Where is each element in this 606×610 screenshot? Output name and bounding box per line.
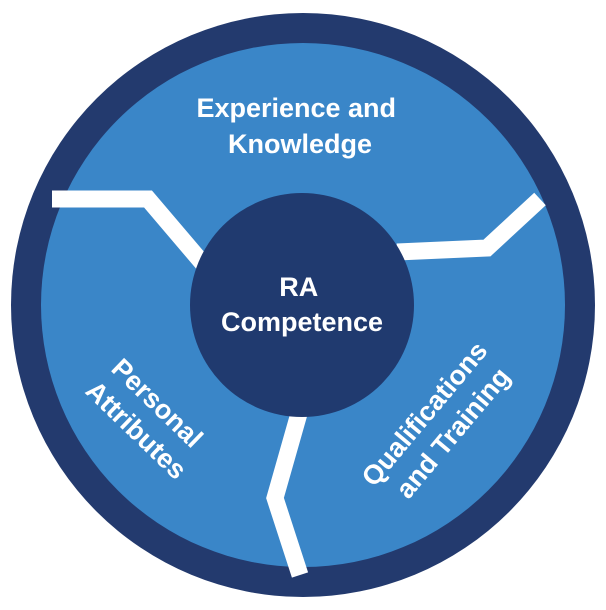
segment-dividers <box>52 190 546 578</box>
divider-top-right <box>396 192 546 261</box>
center-circle <box>190 193 414 417</box>
segment-label-top-line2: Knowledge <box>228 129 372 159</box>
center-label-line2: Competence <box>221 307 383 337</box>
center-label-line1: RA <box>279 272 317 302</box>
divider-bottom <box>266 407 309 578</box>
center-label: RA Competence <box>221 272 383 337</box>
segment-label-top-line1: Experience and <box>196 93 396 123</box>
divider-top-left <box>52 190 212 272</box>
segment-label-top: Experience and Knowledge <box>196 93 403 159</box>
